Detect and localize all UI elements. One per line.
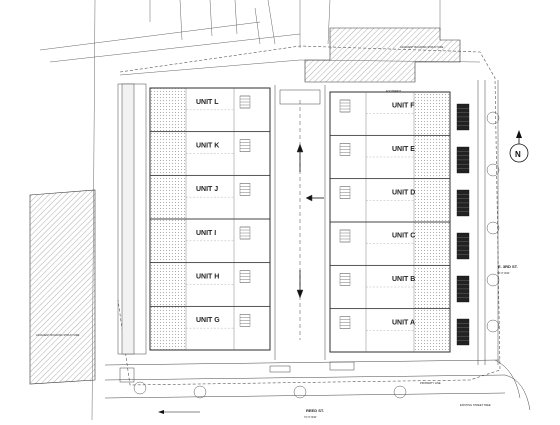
unit-label: UNIT F bbox=[392, 103, 415, 110]
central-driveway bbox=[274, 85, 326, 360]
entry-stair bbox=[456, 275, 470, 303]
west-building: UNIT L UNIT K UNIT J UNIT I UNIT H UNIT G bbox=[149, 87, 271, 351]
unit-label: UNIT A bbox=[392, 319, 415, 326]
stair-icon bbox=[339, 186, 351, 199]
east-sidewalk bbox=[456, 80, 499, 365]
unit-label: UNIT C bbox=[392, 233, 415, 240]
east-street-label: E. 3RD ST. bbox=[498, 264, 518, 269]
street-tree-label: EXISTING STREET TREE bbox=[460, 403, 491, 407]
west-unit-g: UNIT G bbox=[149, 305, 271, 351]
north-arrow: N bbox=[509, 130, 529, 163]
stair-icon bbox=[339, 99, 351, 113]
stair-icon bbox=[339, 273, 351, 286]
east-building: UNIT F UNIT E UNIT D UNIT C UNIT B UNIT A bbox=[329, 91, 451, 353]
east-street-width: 72'-0" R/W bbox=[497, 271, 510, 275]
entry-stair bbox=[456, 318, 470, 346]
street-trees bbox=[133, 111, 500, 399]
street-labels: E. 3RD ST. 72'-0" R/W REED ST. 72'-0" R/… bbox=[158, 89, 518, 419]
unit-label: UNIT I bbox=[196, 230, 216, 237]
adjacent-building-top: ADJACENT BUILDING STRUCTURE bbox=[304, 27, 461, 83]
stair-icon bbox=[339, 229, 351, 243]
south-street-width: 72'-0" R/W bbox=[304, 415, 317, 419]
stair-icon bbox=[239, 226, 251, 240]
stair-icon bbox=[239, 95, 251, 109]
entry-stair bbox=[456, 146, 470, 174]
adjacent-building-left: ADJACENT BUILDING STRUCTURE bbox=[29, 189, 96, 385]
unit-label: UNIT H bbox=[196, 274, 219, 281]
unit-label: UNIT D bbox=[392, 189, 415, 196]
stair-icon bbox=[339, 143, 351, 156]
footprint-label: FOOTPRINT bbox=[386, 89, 401, 93]
unit-label: UNIT B bbox=[392, 276, 415, 283]
stair-icon bbox=[339, 316, 351, 329]
left-strip bbox=[117, 83, 147, 355]
east-unit-a: UNIT A bbox=[329, 308, 451, 353]
entry-stair bbox=[456, 189, 470, 217]
east-unit-c: UNIT C bbox=[329, 221, 451, 266]
adjacent-building-top-label: ADJACENT BUILDING STRUCTURE bbox=[400, 45, 444, 49]
stair-icon bbox=[239, 314, 251, 327]
stair-icon bbox=[239, 270, 251, 283]
south-street-label: REED ST. bbox=[306, 408, 324, 413]
unit-label: UNIT E bbox=[392, 146, 415, 153]
stair-icon bbox=[239, 139, 251, 152]
entry-stair bbox=[456, 103, 470, 131]
north-label: N bbox=[515, 150, 521, 159]
unit-label: UNIT L bbox=[196, 99, 219, 106]
property-line-label: PROPERTY LINE bbox=[420, 381, 441, 385]
unit-label: UNIT G bbox=[196, 317, 220, 324]
unit-label: UNIT K bbox=[196, 143, 219, 150]
entry-stair bbox=[456, 232, 470, 260]
adjacent-building-left-label: ADJACENT BUILDING STRUCTURE bbox=[36, 333, 80, 337]
unit-label: UNIT J bbox=[196, 186, 218, 193]
stair-icon bbox=[239, 183, 251, 196]
south-sidewalk bbox=[104, 359, 531, 411]
